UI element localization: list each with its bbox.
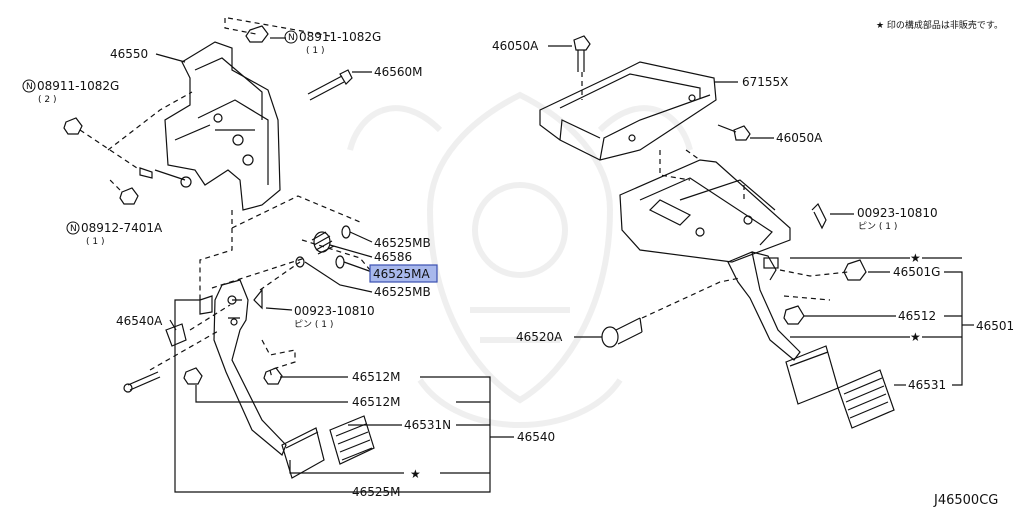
- n-circle-icon: [66, 221, 80, 235]
- label-46525mb-1: 46525MB: [374, 236, 431, 250]
- left-labels: 46550 N 08911-1082G ( 1 ) N 08911-1082G …: [22, 30, 555, 499]
- pedal-arm-46501: [727, 251, 801, 361]
- left-pedal-assembly: [63, 17, 514, 493]
- leader-lines: [155, 37, 514, 493]
- nut-icon: [183, 367, 203, 385]
- label-67155x: 67155X: [742, 75, 788, 89]
- bolt-46050a-top: [573, 35, 591, 72]
- label-46540a: 46540A: [116, 314, 163, 328]
- star-mark: ★: [910, 330, 921, 344]
- guide-lines: [79, 17, 371, 379]
- spring-46586: [311, 231, 335, 255]
- label-46531: 46531: [908, 378, 946, 392]
- label-pin-code-right: 00923-10810: [857, 206, 938, 220]
- bracket-46550: [139, 41, 281, 211]
- label-nut-b-qty: ( 2 ): [38, 95, 56, 105]
- star-mark: ★: [910, 251, 921, 265]
- label-nut-c-qty: ( 1 ): [86, 237, 104, 247]
- label-pin-note: ピン ( 1 ): [294, 319, 333, 330]
- pedal-bracket: [619, 159, 791, 263]
- watermark: [347, 91, 693, 428]
- pad-46531n: [329, 415, 375, 465]
- right-labels: 46050A 67155X 46050A 00923-10810 ピン ( 1 …: [492, 39, 1014, 392]
- label-46531n: 46531N: [404, 418, 451, 432]
- bracket-67155x: [539, 61, 717, 161]
- stopper-46520a: [601, 317, 643, 348]
- bolt-46560m: [307, 69, 353, 101]
- label-46050a-top: 46050A: [492, 39, 539, 53]
- label-nut-c-code: 08912-7401A: [81, 221, 163, 235]
- label-46540: 46540: [517, 430, 555, 444]
- label-46525m: 46525M: [352, 485, 401, 499]
- label-46501g: 46501G: [893, 265, 940, 279]
- right-pedal-assembly: [539, 35, 974, 429]
- n-mark: N: [26, 82, 33, 92]
- label-nut-b-code: 08911-1082G: [37, 79, 119, 93]
- nut-icon: [119, 187, 139, 205]
- n-mark: N: [288, 33, 295, 43]
- label-46512m-1: 46512M: [352, 370, 401, 384]
- nut-icon: [63, 117, 83, 135]
- star-mark: ★: [410, 467, 421, 481]
- highlight-box[interactable]: [369, 264, 438, 283]
- stopper-46540a: [123, 323, 187, 393]
- n-mark: N: [70, 224, 77, 234]
- bushing-icon: [335, 255, 345, 269]
- label-46560m: 46560M: [374, 65, 423, 79]
- label-46512: 46512: [898, 309, 936, 323]
- nut-icon: [783, 305, 805, 325]
- nut-icon: [263, 367, 283, 385]
- bolt-46050a-side: [717, 124, 751, 141]
- guide-lines: [581, 72, 849, 319]
- label-nut-a-code: 08911-1082G: [299, 30, 381, 44]
- label-46525mb-2: 46525MB: [374, 285, 431, 299]
- grommet-icon: [843, 259, 867, 281]
- label-46525ma-highlighted[interactable]: 46525MA: [373, 267, 431, 281]
- pin-clip-icon: [811, 202, 827, 230]
- label-46501: 46501: [976, 319, 1014, 333]
- bushing-icon: [295, 256, 305, 268]
- label-nut-a-qty: ( 1 ): [306, 46, 324, 56]
- label-46586: 46586: [374, 250, 412, 264]
- figure-code: J46500CG: [933, 493, 998, 508]
- n-circle-icon: [22, 79, 36, 93]
- label-46520a: 46520A: [516, 330, 563, 344]
- bushing-icon: [341, 225, 351, 239]
- nut-icon: [245, 25, 269, 43]
- pedal-pad-small: [281, 427, 325, 479]
- label-46050a-side: 46050A: [776, 131, 823, 145]
- pedal-arm-46525m: [199, 279, 287, 456]
- label-pin-code: 00923-10810: [294, 304, 375, 318]
- label-46550: 46550: [110, 47, 148, 61]
- label-pin-note-right: ピン ( 1 ): [858, 221, 897, 232]
- n-circle-icon: [284, 30, 298, 44]
- pad-46531: [837, 369, 895, 429]
- pedal-pad-right: [785, 345, 839, 405]
- leader-lines: [548, 45, 974, 386]
- label-46512m-2: 46512M: [352, 395, 401, 409]
- non-sale-notice: ★ 印の構成部品は非販売です。: [876, 19, 1003, 31]
